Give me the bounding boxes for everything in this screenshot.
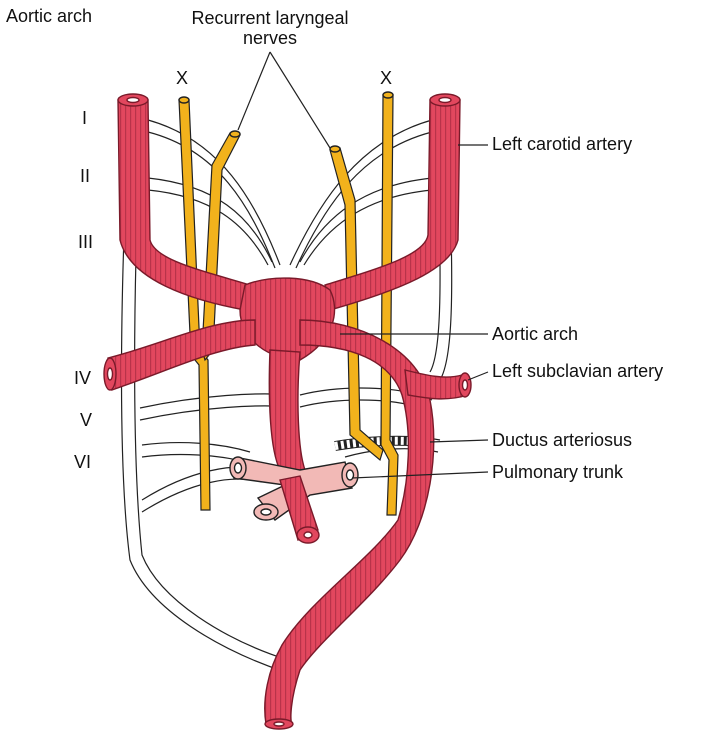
label-recurrent-line1: Recurrent laryngeal <box>175 8 365 28</box>
label-left-carotid: Left carotid artery <box>492 134 632 154</box>
label-pulmonary: Pulmonary trunk <box>492 462 623 482</box>
leader-recurrent <box>238 52 330 148</box>
arch-numeral-6: VI <box>74 452 91 472</box>
arterial-system <box>108 100 468 724</box>
aortic-sac <box>240 278 335 360</box>
arch-numeral-5: V <box>80 410 92 430</box>
label-aortic-arch: Aortic arch <box>492 324 578 344</box>
label-recurrent-laryngeal: Recurrent laryngeal nerves <box>175 8 365 48</box>
label-vagus-right: X <box>380 68 392 88</box>
label-left-subclavian: Left subclavian artery <box>492 361 663 381</box>
right-vagus-nerve <box>381 95 398 515</box>
arch-numeral-2: II <box>80 166 90 186</box>
leader-left-subclavian <box>468 372 488 380</box>
label-recurrent-line2: nerves <box>175 28 365 48</box>
label-vagus-left: X <box>176 68 188 88</box>
descending-aorta-upper <box>269 350 305 470</box>
arch-numeral-4: IV <box>74 368 91 388</box>
arch-v-vessel <box>140 394 290 420</box>
arch-numeral-1: I <box>82 108 87 128</box>
label-ductus: Ductus arteriosus <box>492 430 632 450</box>
right-subclavian-artery <box>108 320 255 390</box>
diagram-title: Aortic arch <box>6 6 92 26</box>
arch-numeral-3: III <box>78 232 93 252</box>
